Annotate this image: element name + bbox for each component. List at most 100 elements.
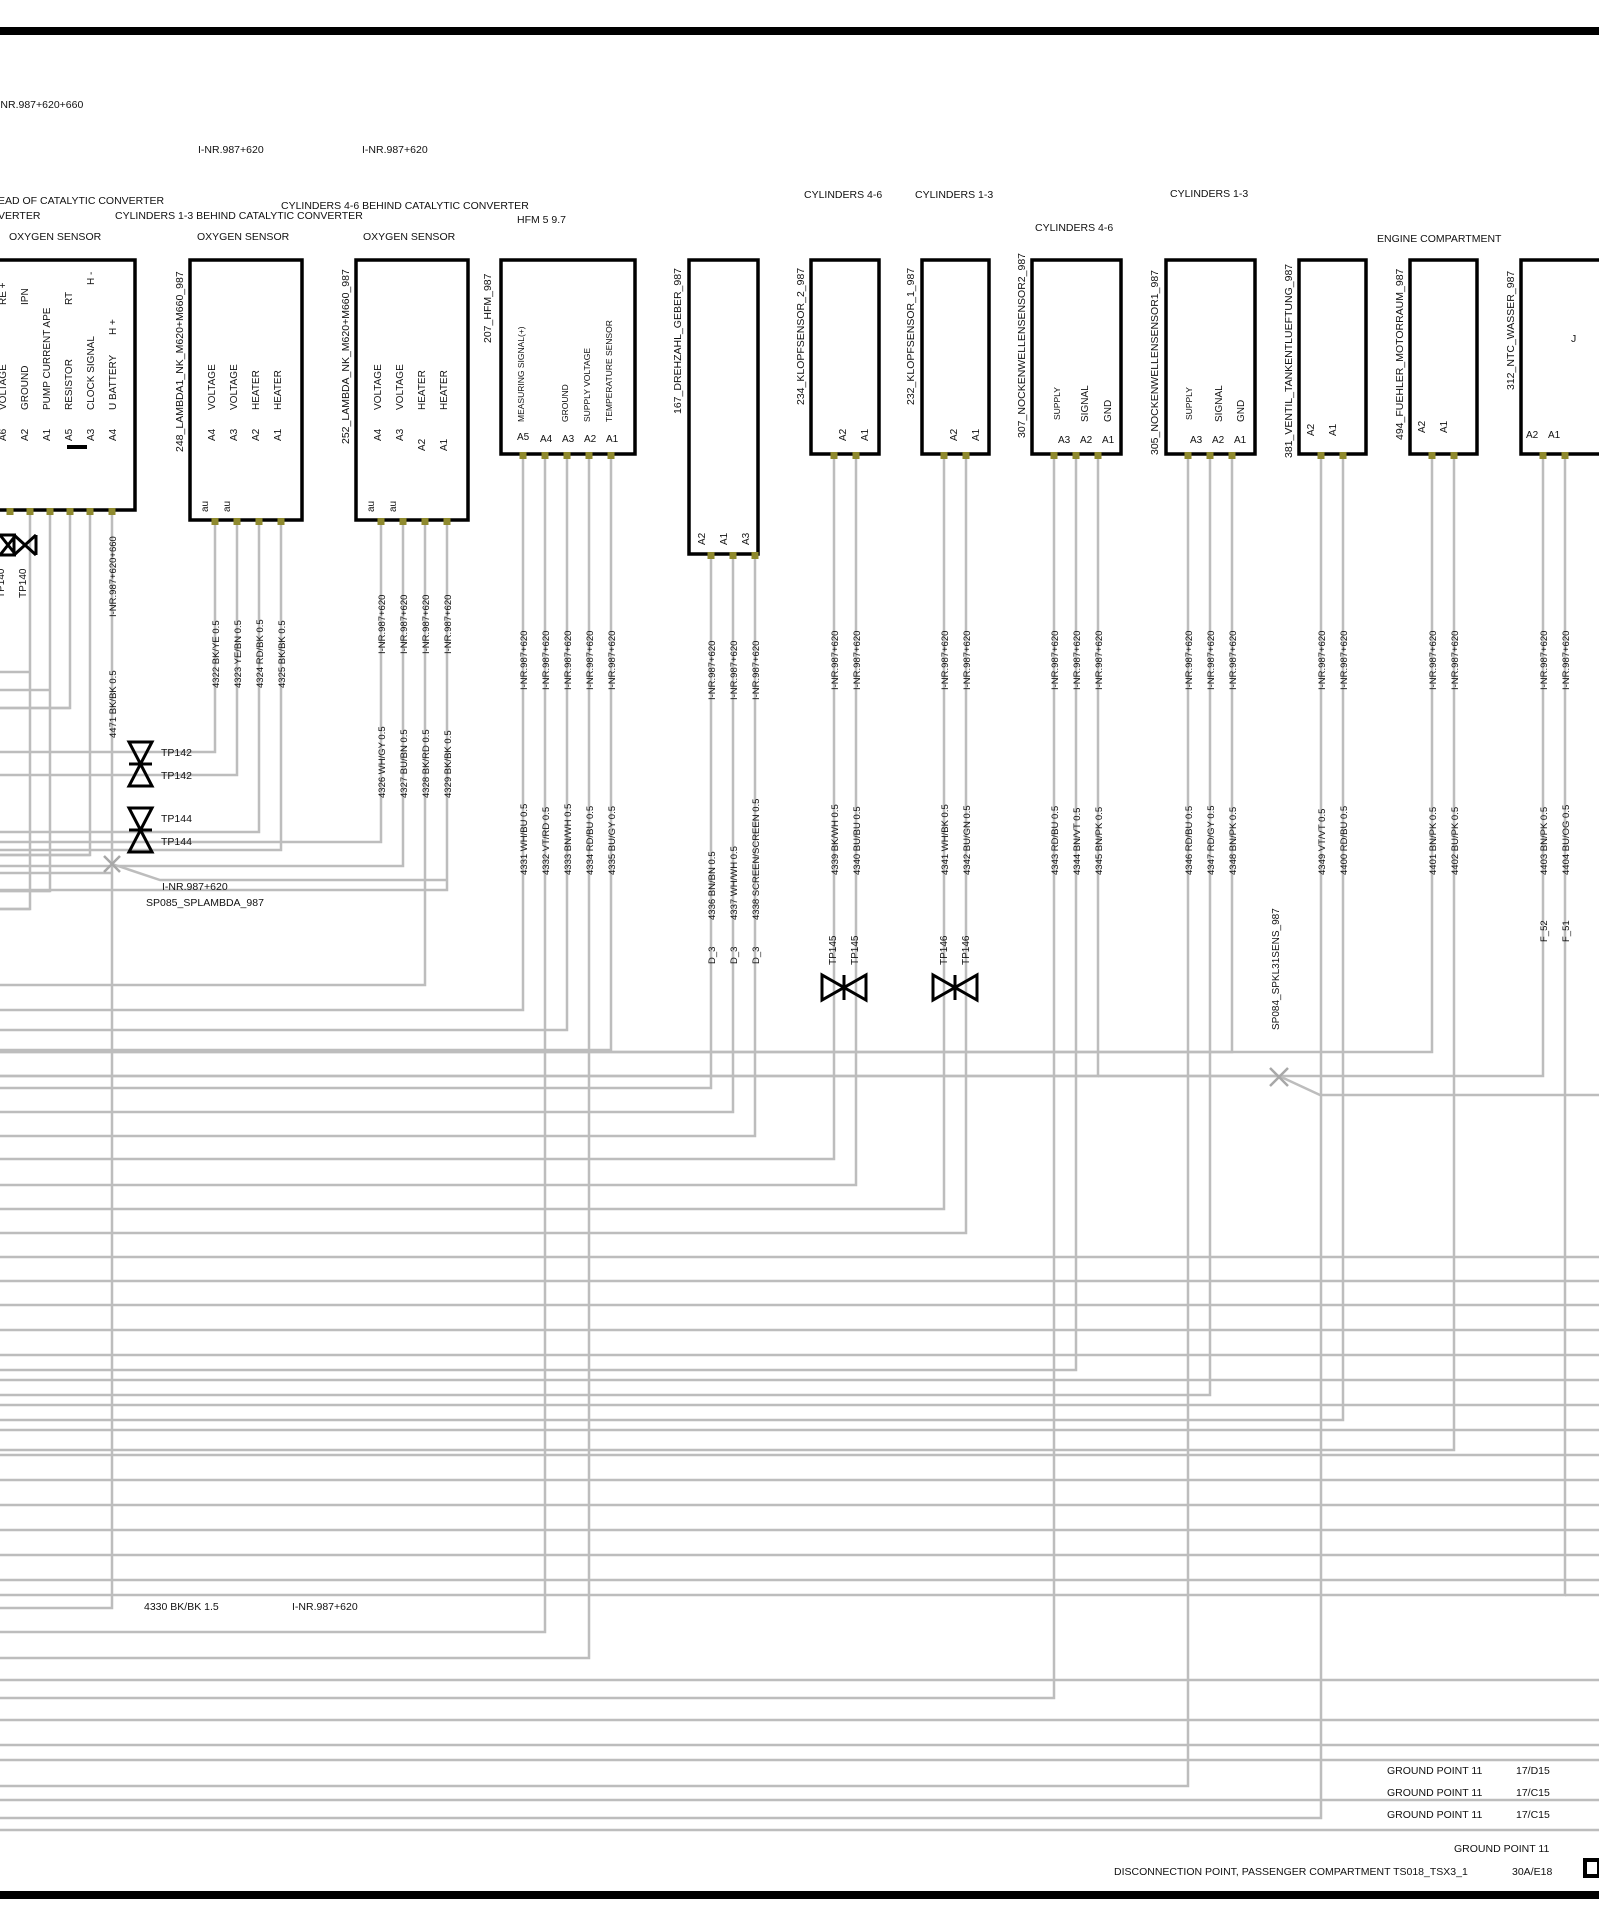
wire-ref-inr-8: I-NR.987+620 <box>962 631 973 690</box>
c3-pin-a4: A4 <box>540 434 553 445</box>
c7-func-1: SIGNAL <box>1080 385 1091 422</box>
ground-point-3-ref: 17/C15 <box>1516 1809 1550 1821</box>
c3-pin-a3: A3 <box>562 434 575 445</box>
c0-wire-ref-660: I-NR.987+620+660 <box>108 536 119 617</box>
wire-ref-inr-6: I-NR.987+620 <box>852 631 863 690</box>
c8-func-2: GND <box>1236 400 1247 422</box>
c0-pin-a3: A3 <box>86 428 97 441</box>
wire-label-32: 4404 BU/OG 0.5 <box>1561 805 1572 875</box>
oxygen-sensor-label-1: OXYGEN SENSOR <box>197 231 290 243</box>
d3-ref-2: D_3 <box>751 947 762 964</box>
component-box-c9 <box>1297 258 1368 456</box>
wire-21 <box>0 454 836 1161</box>
c0-functop-3: RT <box>64 292 75 305</box>
c2-pin-a3: A3 <box>395 428 406 441</box>
pin-terminal <box>377 518 385 525</box>
test-point-tp146-group: TP146 TP146 <box>931 935 979 1003</box>
c2-pin-a1: A1 <box>439 438 450 451</box>
wire-ref-inr-19: I-NR.987+620 <box>1539 631 1550 690</box>
wire-ref-inr-18: I-NR.987+620 <box>1450 631 1461 690</box>
wire-label-9: 4331 WH/BU 0.5 <box>519 804 530 875</box>
component-box-c1 <box>188 258 304 522</box>
pin-terminal <box>519 452 527 459</box>
c2-wire-ref-1: I-NR.987+620 <box>399 595 410 654</box>
wire-label-25: 4347 RD/GY 0.5 <box>1206 805 1217 875</box>
wire-ref-inr-4: I-NR.987+620 <box>607 631 618 690</box>
sp084-bus-wire <box>1098 1074 1599 1097</box>
c10-pin-a2: A2 <box>1417 420 1428 433</box>
splice-sp084-group: SP084_SPKL31SENS_987 <box>1269 908 1289 1087</box>
pin-terminal <box>607 452 615 459</box>
wire-ref-inr-0: I-NR.987+620 <box>519 631 530 690</box>
header-ref-b: I-NR.987+620 <box>362 144 428 156</box>
c0-pin-a6: A6 <box>0 428 9 441</box>
wire-layer <box>0 454 1599 1832</box>
c0-pin-a2: A2 <box>20 428 31 441</box>
component-name-c6: 232_KLOPFSENSOR_1_987 <box>905 268 917 405</box>
component-name-c5: 234_KLOPFSENSOR_2_987 <box>795 268 807 405</box>
wire-4 <box>0 510 114 1610</box>
group-cyl13-a: CYLINDERS 1-3 <box>915 189 993 201</box>
pin-terminal <box>277 518 285 525</box>
pin-terminal <box>1539 452 1547 459</box>
c2-func-2: HEATER <box>417 370 428 410</box>
c6-pin-a1: A1 <box>971 428 982 441</box>
wire-label-12: 4334 RD/BU 0.5 <box>585 806 596 875</box>
component-c3-internals: MEASURING SIGNAL(+) GROUND SUPPLY VOLTAG… <box>516 320 619 445</box>
pin-terminal <box>211 518 219 525</box>
component-box-c7 <box>1030 258 1123 456</box>
component-name-c2: 252_LAMBDA_NK_M620+M660_987 <box>340 269 352 444</box>
group-cyl46-b: CYLINDERS 4-6 <box>1035 222 1113 234</box>
tp146-label-a: TP146 <box>939 935 950 965</box>
wire-ref-inr-13: I-NR.987+620 <box>1206 631 1217 690</box>
wire-0 <box>0 510 32 911</box>
c4-wire-ref-1: I-NR.987+620 <box>729 641 740 700</box>
pin-terminal <box>830 452 838 459</box>
wire-22 <box>0 454 858 1187</box>
wire-11 <box>0 520 427 987</box>
pin-terminal <box>6 508 14 515</box>
component-box-c10 <box>1408 258 1479 456</box>
c3-func-2: GROUND <box>560 384 570 422</box>
ground-point-2-ref: 17/C15 <box>1516 1787 1550 1799</box>
tp144-label-b: TP144 <box>161 836 192 848</box>
pin-terminal <box>852 452 860 459</box>
wire-label-6: 4327 BU/BN 0.5 <box>399 729 410 798</box>
test-point-tp142-group: TP142 TP142 <box>126 740 192 788</box>
c3-pin-a2: A2 <box>584 434 597 445</box>
c5-pin-a1: A1 <box>860 428 871 441</box>
pin-terminal <box>940 452 948 459</box>
pin-terminal <box>443 518 451 525</box>
wire-13 <box>0 454 525 1012</box>
wire-ref-inr-3: I-NR.987+620 <box>585 631 596 690</box>
c2-func-3: HEATER <box>439 370 450 410</box>
component-box-c0 <box>0 258 137 512</box>
group-cyl13-b: CYLINDERS 1-3 <box>1170 188 1248 200</box>
wire-18 <box>0 554 713 1090</box>
sp085-label: SP085_SPLAMBDA_987 <box>146 897 264 909</box>
component-c8-internals: SUPPLY SIGNAL GND A3 A2 A1 <box>1184 385 1247 446</box>
pin-terminal <box>1094 452 1102 459</box>
c4-wire-ref-0: I-NR.987+620 <box>707 641 718 700</box>
tp140-label-b: TP140 <box>18 568 29 598</box>
c0-pin-a5: A5 <box>64 428 75 441</box>
c1-func-1: VOLTAGE <box>229 364 240 410</box>
wire-ref-inr-15: I-NR.987+620 <box>1317 631 1328 690</box>
pin-terminal <box>66 508 74 515</box>
wire-ref-inr-16: I-NR.987+620 <box>1339 631 1350 690</box>
group-cyl46-a: CYLINDERS 4-6 <box>804 189 882 201</box>
tp140-label-a: TP140 <box>0 568 7 598</box>
pin-terminal <box>421 518 429 525</box>
tp145-label-a: TP145 <box>828 935 839 965</box>
wire-3 <box>0 510 92 857</box>
c2-tag-0: au <box>366 501 377 512</box>
d3-ref-1: D_3 <box>729 947 740 964</box>
component-c4-internals: A2 A1 A3 <box>697 532 752 545</box>
c0-func-5: U BATTERY <box>108 354 119 410</box>
pin-terminal <box>1050 452 1058 459</box>
c11-pin-a2: A2 <box>1526 430 1539 441</box>
tp140-symbol-b <box>12 533 38 557</box>
wire-label-4: 4325 BK/BK 0.5 <box>277 620 288 688</box>
component-box-c3 <box>499 258 637 456</box>
c7-pin-a2: A2 <box>1080 435 1093 446</box>
